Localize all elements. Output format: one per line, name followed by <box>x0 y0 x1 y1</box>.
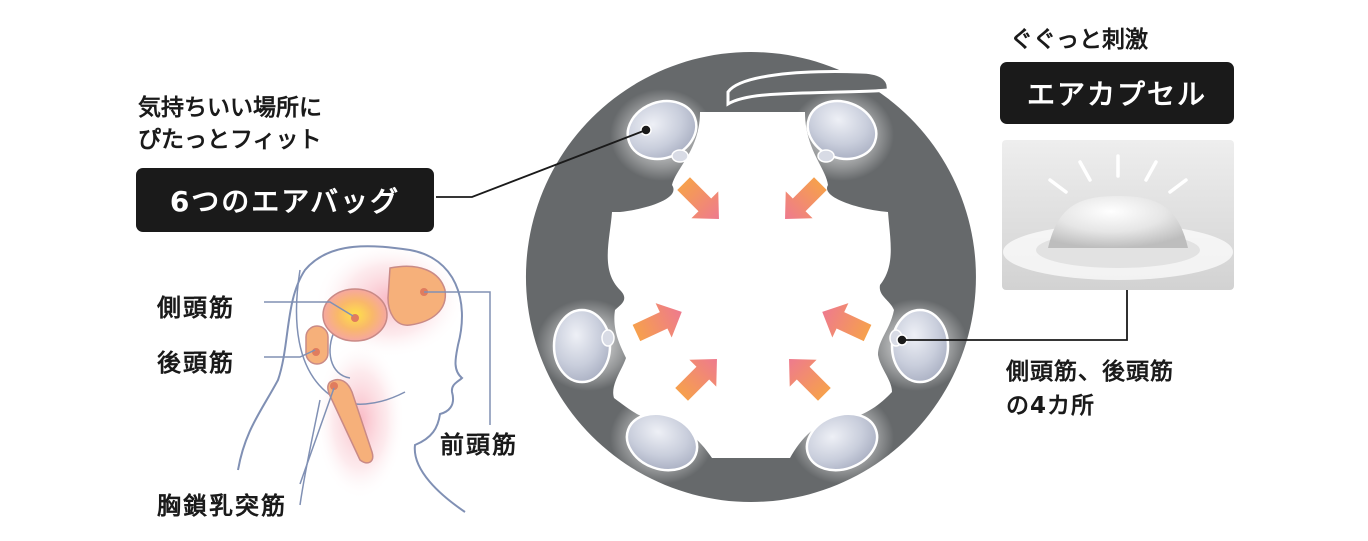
leader-line <box>264 301 354 317</box>
muscle-dot <box>330 382 338 390</box>
airbag-mid-left <box>552 308 612 384</box>
ring-body <box>525 52 976 502</box>
arrow-icon <box>822 303 872 342</box>
air-capsule-nub <box>601 329 615 347</box>
sternocleidomastoid-muscle <box>327 378 374 464</box>
muscle-label-frontalis: 前頭筋 <box>440 431 518 459</box>
callout-line <box>902 290 1128 341</box>
airbag-bottom-left <box>625 412 699 472</box>
pressure-arrows <box>632 177 872 401</box>
muscle-label-occipitalis: 後頭筋 <box>157 349 235 377</box>
arrow-icon <box>677 177 719 219</box>
head-outline <box>237 245 466 513</box>
neck-outline <box>299 399 321 506</box>
air-capsule-photo <box>1002 140 1234 290</box>
ring-clip <box>726 70 890 107</box>
airbag-bottom-right <box>805 412 879 472</box>
airbag-mid-right <box>890 308 950 384</box>
lead-text: ぴたっとフィット <box>138 127 322 153</box>
muscle-label-sternocleidomastoid: 胸鎖乳突筋 <box>157 492 287 520</box>
arrow-icon <box>632 303 682 342</box>
callout-text: 側頭筋、後頭筋 <box>1006 359 1174 385</box>
air-capsule-nub <box>671 149 689 163</box>
airbag-ring <box>525 52 976 502</box>
arrow-icon <box>789 359 831 401</box>
arrow-icon <box>675 359 717 401</box>
head-illustration <box>237 242 491 513</box>
leader-line <box>299 387 335 485</box>
ear-outline <box>329 329 351 379</box>
arrow-icon <box>785 177 827 219</box>
callout-text: の4カ所 <box>1006 393 1096 419</box>
callout-line <box>436 129 647 198</box>
air-capsule-nub <box>817 149 835 163</box>
muscle-label-temporalis: 側頭筋 <box>157 294 235 322</box>
frontalis-muscle <box>387 265 447 326</box>
leader-line <box>424 291 491 425</box>
lead-text: ぐぐっと刺激 <box>1010 27 1148 53</box>
capsule-dome <box>1048 196 1188 248</box>
airbag-badge: 6つのエアバッグ <box>136 168 434 232</box>
leader-line <box>264 349 316 358</box>
muscle-dot <box>312 348 320 356</box>
lead-text: 気持ちいい場所に <box>138 95 322 121</box>
occipitalis-muscle <box>305 325 329 365</box>
shine-icon <box>1048 154 1188 194</box>
air-capsule-badge: エアカプセル <box>1000 62 1234 124</box>
